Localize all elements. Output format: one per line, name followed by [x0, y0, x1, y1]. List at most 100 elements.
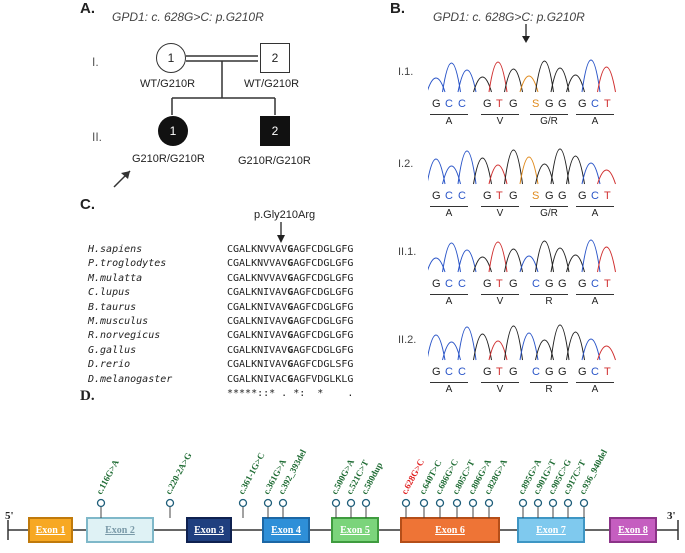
- base-letter: T: [604, 190, 611, 202]
- codon-underline: [576, 294, 614, 295]
- variant-marker: [278, 498, 288, 508]
- trace-peak: [535, 240, 554, 273]
- exon-6: Exon 6: [400, 517, 500, 543]
- trace-peak: [504, 68, 523, 93]
- base-letter: G: [558, 98, 567, 110]
- sequence-post: AGFCDGLGFG: [293, 344, 354, 356]
- sequence-row: CGALKNIVAVGAGFCDGLGFG: [227, 316, 353, 327]
- trace-peak: [535, 60, 554, 93]
- base-letter: G: [509, 98, 518, 110]
- variant-marker: [518, 498, 528, 508]
- sequence-pre: CGALKNVVAV: [227, 272, 288, 284]
- sequence-post: AGFVDGLKLG: [293, 373, 354, 385]
- pedigree-male-i2: 2: [260, 43, 290, 73]
- trace-peak: [473, 157, 492, 185]
- base-letter: G: [483, 366, 492, 378]
- exon-8: Exon 8: [609, 517, 657, 543]
- amino-acid: A: [591, 384, 599, 395]
- base-letter: G: [578, 366, 587, 378]
- sequence-post: AGFCDGLGFG: [293, 244, 354, 255]
- amino-acid: A: [591, 116, 599, 127]
- pedigree-female-i1: 1: [156, 43, 186, 73]
- sequence-pre: CGALKNIVAV: [227, 359, 288, 371]
- amino-acid: G/R: [540, 116, 558, 127]
- pedigree-genotype-ii1: G210R/G210R: [132, 153, 205, 165]
- codon-underline: [530, 206, 568, 207]
- base-letter: C: [591, 190, 599, 202]
- base-letter: T: [496, 366, 503, 378]
- trace-peak: [488, 61, 508, 93]
- species-name: G.gallus: [88, 344, 137, 356]
- sequence-row: CGALKNVVAVGAGFCDGLGFG: [227, 273, 353, 284]
- panel-label-a: A.: [80, 0, 95, 17]
- base-letter: G: [545, 278, 554, 290]
- species-name: C.lupus: [88, 287, 131, 299]
- variant-marker: [563, 498, 573, 508]
- pedigree-title: GPD1: c. 628G>C: p.G210R: [112, 10, 264, 24]
- species-name: M.musculus: [88, 316, 149, 327]
- base-letter: G: [432, 98, 441, 110]
- trace-peak: [504, 149, 523, 185]
- pedigree-number-i2: 2: [271, 51, 279, 65]
- exon-5: Exon 5: [331, 517, 379, 543]
- variant-marker: [401, 498, 411, 508]
- trace-peak: [566, 331, 585, 361]
- base-letter: G: [509, 278, 518, 290]
- pedigree-number-ii1: 1: [169, 124, 177, 138]
- amino-acid: V: [496, 208, 504, 219]
- chromatogram-trace: [428, 239, 616, 273]
- sequence-pre: CGALKNVVAV: [227, 258, 288, 270]
- conservation-line: *****::* . *: * .: [227, 388, 354, 399]
- base-letter: G: [509, 190, 518, 202]
- variant-marker: [96, 498, 106, 508]
- variant-marker: [452, 498, 462, 508]
- base-letter: G: [578, 190, 587, 202]
- exon-7: Exon 7: [517, 517, 585, 543]
- base-letter: T: [604, 366, 611, 378]
- codon-underline: [481, 206, 519, 207]
- chromatogram-title: GPD1: c. 628G>C: p.G210R: [433, 10, 585, 24]
- pedigree-affected-male-ii2: 2: [260, 116, 290, 146]
- species-name: P.troglodytes: [88, 258, 167, 270]
- exon-2: Exon 2: [86, 517, 154, 543]
- sequence-pre: CGALKNIVAC: [227, 373, 288, 385]
- species-name: B.taurus: [88, 301, 137, 313]
- base-letter: C: [445, 366, 453, 378]
- base-letter: C: [532, 278, 540, 290]
- pedigree-genotype-i2: WT/G210R: [244, 78, 300, 90]
- variant-marker: [484, 498, 494, 508]
- base-letter: G: [545, 366, 554, 378]
- sequence-post: AGFCDGLSFG: [293, 359, 354, 371]
- trace-peak: [457, 249, 477, 273]
- chromatogram-label: II.1.: [398, 246, 417, 258]
- amino-acid: A: [445, 116, 453, 127]
- sequence-row: CGALKNIVAVGAGFCDGLGFG: [227, 345, 353, 356]
- panel-label-c: C.: [80, 196, 95, 213]
- alignment-marker: p.Gly210Arg: [254, 209, 316, 221]
- trace-peak: [519, 156, 539, 185]
- pedigree-number-ii2: 2: [271, 124, 279, 138]
- variant-marker: [579, 498, 589, 508]
- codon-underline: [430, 382, 468, 383]
- base-letter: C: [591, 366, 599, 378]
- chromatogram-label: I.2.: [398, 158, 414, 170]
- base-letter: C: [458, 366, 466, 378]
- base-letter: C: [458, 190, 466, 202]
- exon-4: Exon 4: [262, 517, 310, 543]
- base-letter: T: [604, 278, 611, 290]
- conserved-glycine: G: [287, 272, 294, 284]
- base-letter: C: [458, 278, 466, 290]
- trace-peak: [428, 334, 446, 361]
- panel-label-d: D.: [80, 388, 95, 404]
- pedigree-genotype-i1: WT/G210R: [140, 78, 196, 90]
- generation-label-i: I.: [92, 55, 99, 69]
- base-letter: G: [483, 190, 492, 202]
- chromatogram-label: II.2.: [398, 334, 417, 346]
- trace-peak: [597, 169, 616, 185]
- conserved-glycine: G: [287, 258, 294, 270]
- amino-acid: R: [545, 296, 553, 307]
- amino-acid: A: [591, 208, 599, 219]
- conserved-glycine: G: [287, 344, 294, 356]
- sequence-row: CGALKNIVACGAGFVDGLKLG: [227, 374, 353, 385]
